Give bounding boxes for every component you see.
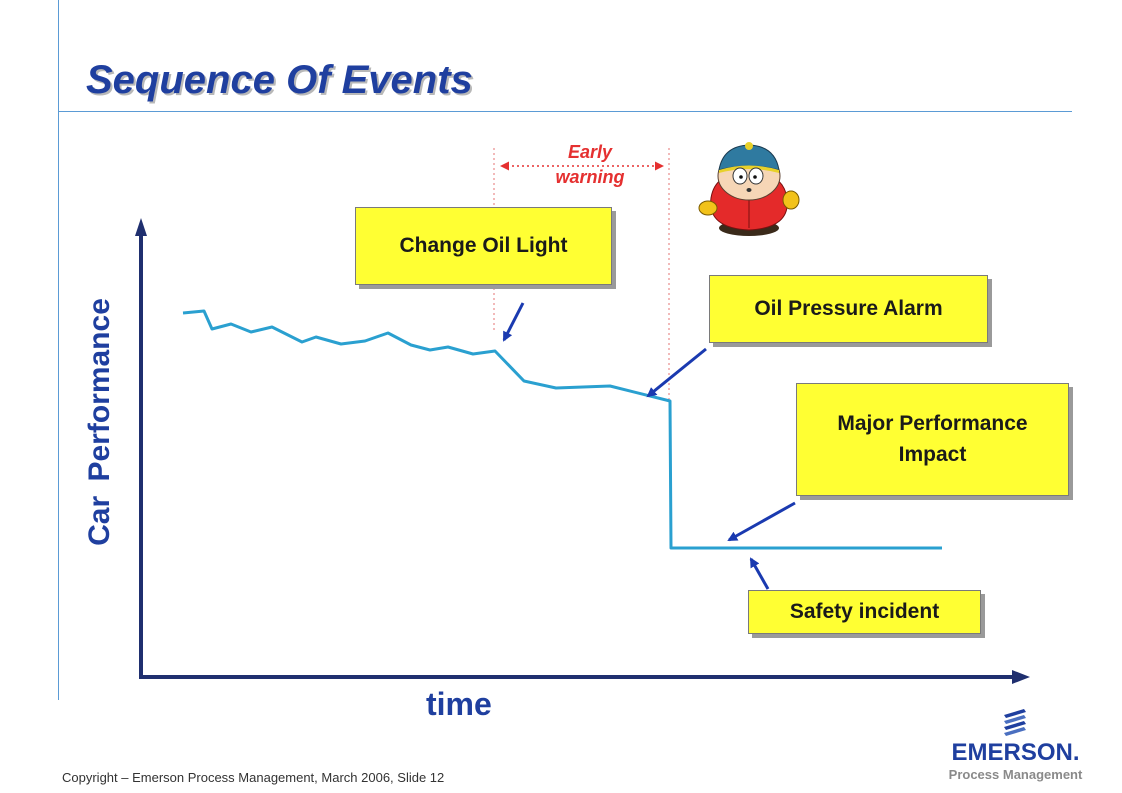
change-oil-light-text: Change Oil Light [399, 233, 568, 257]
major-performance-impact-callout: Major Performance Impact [796, 383, 1069, 496]
major-impact-pointer [727, 501, 796, 542]
early-warning-line-1: Early [567, 142, 613, 162]
cartoon-character-icon [698, 142, 800, 236]
oil-pressure-alarm-callout: Oil Pressure Alarm [709, 275, 988, 343]
major-performance-impact-line-1: Major Performance [837, 412, 1028, 436]
y-axis-arrowhead [135, 218, 147, 236]
safety-incident-pointer [749, 557, 770, 590]
emerson-logo-name: EMERSON. [951, 739, 1080, 766]
emerson-logo-subtitle: Process Management [948, 767, 1083, 782]
y-axis-label: Car Performance [83, 298, 116, 546]
change-oil-light-pointer [502, 302, 525, 342]
performance-line [182, 309, 942, 550]
oil-pressure-alarm-text: Oil Pressure Alarm [754, 296, 943, 320]
x-axis-arrowhead [1012, 670, 1030, 684]
title-underline-rule [58, 111, 1072, 112]
change-oil-light-callout: Change Oil Light [355, 207, 612, 285]
early-warning-line-2: warning [555, 167, 625, 188]
emerson-logo-icon [1004, 709, 1026, 736]
emerson-logo: EMERSON. Process Management [938, 705, 1093, 785]
early-warning-label: Early warning [530, 140, 650, 190]
left-vertical-rule [58, 0, 59, 700]
safety-incident-text: Safety incident [789, 599, 940, 623]
x-axis-label: time [426, 686, 492, 722]
slide-title: Sequence Of Events [86, 58, 473, 102]
copyright-footer: Copyright – Emerson Process Management, … [62, 770, 445, 785]
safety-incident-callout: Safety incident [748, 590, 981, 634]
major-performance-impact-line-2: Impact [898, 442, 967, 466]
oil-pressure-alarm-pointer [646, 347, 707, 398]
